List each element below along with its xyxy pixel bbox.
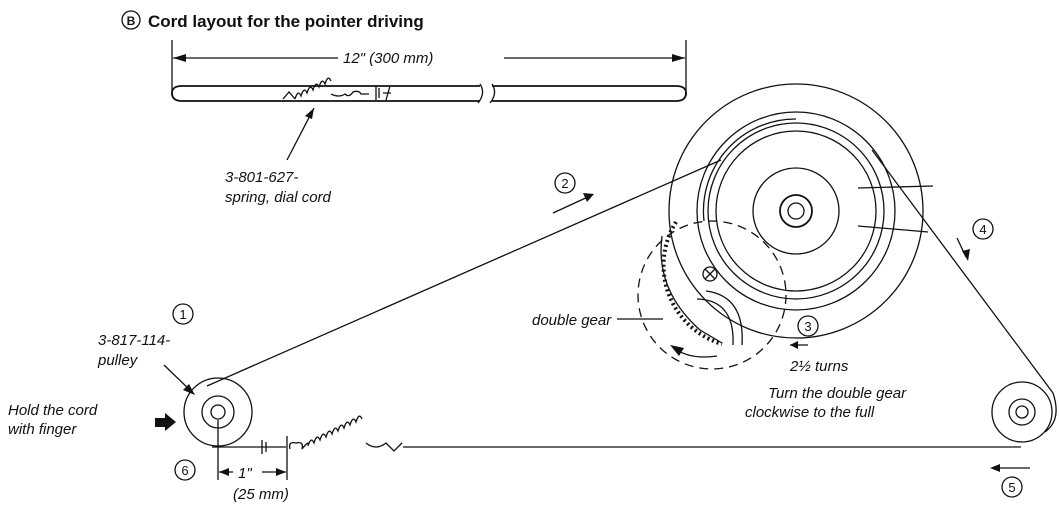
step-2-label: 2 [561,176,568,191]
finger-arrow-shaft [155,418,165,427]
drum-ring-4 [752,167,840,255]
hold-line-2: with finger [8,421,77,438]
cord-segment-right [871,149,1054,394]
step-2-arrow-line [552,195,591,214]
step-2-circle [554,172,576,194]
diagram-title: Cord layout for the pointer driving [148,12,424,31]
drum-outer-ring [668,83,924,339]
offset-metric: (25 mm) [233,486,289,503]
step-1-circle [172,303,194,325]
spring-leader-arrow [305,108,314,119]
title-group: B Cord layout for the pointer driving [121,10,424,31]
step-5-arrow-head [990,464,1000,472]
drum-slot [857,185,934,233]
drum-hub [779,194,813,228]
dial-drum [668,83,934,339]
offset-label: 1" [238,465,252,482]
drum-shaft [787,202,805,220]
turns-label: 2½ turns [789,358,849,375]
step-5-circle [1001,476,1023,498]
instruction-line-1: Turn the double gear [768,385,907,402]
drum-ring-2 [707,122,885,300]
right-pulley [991,381,1053,443]
cord-segment-top [206,159,722,387]
double-gear: double gear [532,220,787,370]
finger-arrow-icon [165,413,176,431]
double-gear-teeth [661,220,723,346]
step-1-label: 1 [179,307,186,322]
length-label: 12" (300 mm) [343,50,433,67]
pulley-part-number: 3-817-114- [98,332,170,349]
dimension-arrow-left [173,54,186,62]
hold-line-1: Hold the cord [8,402,98,419]
spring-name: spring, dial cord [225,189,332,206]
turn-instructions: 2½ turns Turn the double gear clockwise … [745,341,907,421]
step-6-circle [174,459,196,481]
spring-part-number: 3-801-627- [225,169,298,186]
gear-rotation-arrowhead [670,345,684,356]
drum-ring-1 [696,111,896,311]
section-badge-circle [121,10,141,30]
step-6-label: 6 [181,463,188,478]
left-pulley: 3-817-114- pulley [97,332,253,447]
double-gear-body [660,235,723,344]
screw-cross [704,268,716,280]
step-4-label: 4 [979,222,986,237]
step-5-label: 5 [1008,480,1015,495]
double-gear-dashed-circle [637,220,787,370]
cord-rod-left [171,85,480,102]
turns-arrow-head [790,341,798,349]
step-3-circle [797,315,819,337]
dimension-arrow-right [672,54,685,62]
step-2-arrow-head [583,193,594,202]
pulley-leader-arrow [183,384,195,395]
spring-icon [282,77,391,101]
offset-dimension: 1" (25 mm) [217,420,289,503]
cord-wrap-arc [702,118,797,222]
step-3-label: 3 [804,319,811,334]
pulley-name: pulley [97,352,139,369]
offset-arrow-right [276,468,286,476]
cord-rod-break-left [477,83,484,104]
drum-ring-3 [715,130,877,292]
step-4-arrow-head [962,249,970,261]
section-badge: B [127,14,136,28]
right-pulley-outer [991,381,1053,443]
screw-icon [702,266,718,282]
step-4-circle [972,218,994,240]
right-pulley-mid [1008,398,1036,426]
cord-pulley-right-wrap [1044,392,1057,433]
offset-arrow-left [219,468,229,476]
cord-rod-right [492,85,687,102]
hold-cord-note: Hold the cord with finger [8,402,176,438]
instruction-line-2: clockwise to the full [745,404,875,421]
cord-length-illustration: 12" (300 mm) 3-801-627- spring, dial cor… [171,40,687,206]
cord-path [206,149,1057,454]
step-markers: 1 2 3 4 5 6 [172,172,1030,498]
double-gear-lobe [696,290,743,346]
double-gear-label: double gear [532,312,612,329]
left-pulley-hub [210,404,226,420]
cord-spring-icon [261,415,403,454]
right-pulley-hub [1015,405,1029,419]
